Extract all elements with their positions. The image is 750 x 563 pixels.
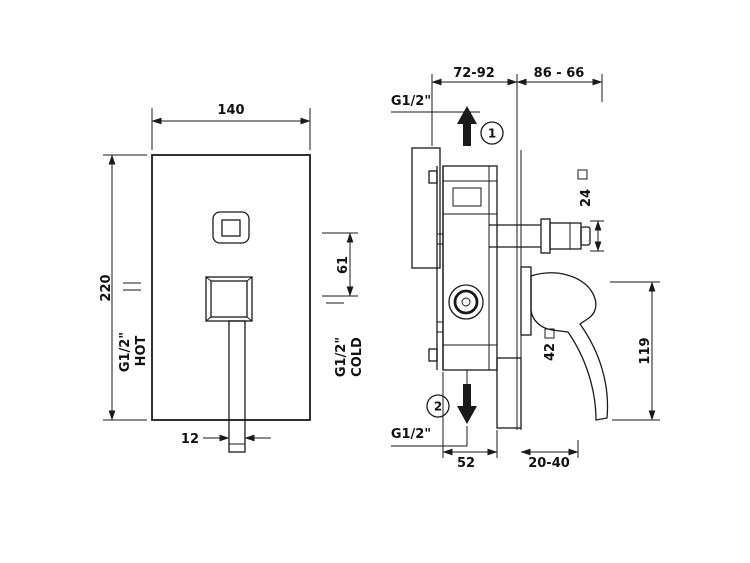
bottom-thread-label: G1/2" — [391, 427, 431, 442]
dim-label-61: 61 — [336, 256, 351, 274]
hot-text-label: HOT — [134, 335, 149, 366]
cold-thread-label: G1/2" — [334, 337, 349, 377]
dim-label-52: 52 — [457, 456, 475, 471]
dim-depth-72-92: 72-92 86 - 66 — [431, 66, 603, 150]
dim-offset-52: 52 — [442, 372, 498, 471]
side-view: 72-92 86 - 66 G1/2" 1 — [391, 66, 660, 471]
dim-label-24: 24 — [579, 189, 594, 207]
spout-outlet — [489, 218, 591, 254]
dim-label-12: 12 — [181, 432, 199, 447]
dim-label-72-92: 72-92 — [453, 66, 495, 81]
flow-down-arrow — [457, 384, 477, 424]
dim-label-220: 220 — [99, 274, 114, 301]
bottom-outlet-callout: G1/2" — [391, 426, 468, 447]
dim-wall-20-40: 20-40 — [520, 440, 579, 471]
diverter-button — [212, 211, 250, 244]
dim-label-86-66: 86 - 66 — [534, 66, 585, 81]
rough-wall-hatch-top — [411, 147, 441, 269]
dim-height-220: 220 — [99, 154, 147, 421]
front-view: 140 220 12 G1/2" HOT 61 — [99, 103, 365, 453]
dim-escutcheon-42: 42 — [543, 328, 558, 361]
dim-label-42: 42 — [543, 343, 558, 361]
hot-inlet-label: G1/2" HOT — [118, 282, 149, 372]
square-symbol — [544, 328, 555, 339]
dim-spout-24: 24 — [577, 169, 604, 252]
step-marker-1: 1 — [480, 121, 504, 145]
dim-label-119: 119 — [638, 337, 653, 364]
valve-body — [428, 165, 498, 371]
cartridge-section — [448, 284, 484, 320]
cold-inlet-label: G1/2" COLD — [334, 337, 365, 377]
lever-front — [205, 276, 253, 453]
dim-width-140: 140 — [151, 103, 311, 150]
dim-label-20-40: 20-40 — [528, 456, 570, 471]
wall-plate — [151, 154, 311, 421]
marker-1-label: 1 — [488, 127, 496, 141]
dim-stem-12: 12 — [181, 432, 271, 447]
dim-port-61: 61 — [322, 232, 358, 304]
lever-handle-side — [520, 266, 609, 421]
hot-thread-label: G1/2" — [118, 332, 133, 372]
flow-up-arrow — [457, 106, 477, 146]
square-symbol — [577, 169, 588, 180]
top-thread-label: G1/2" — [391, 94, 431, 109]
cold-text-label: COLD — [350, 337, 365, 377]
step-marker-2: 2 — [426, 394, 450, 418]
dim-label-140: 140 — [217, 103, 244, 118]
dim-handle-119: 119 — [610, 281, 660, 421]
marker-2-label: 2 — [434, 400, 442, 414]
